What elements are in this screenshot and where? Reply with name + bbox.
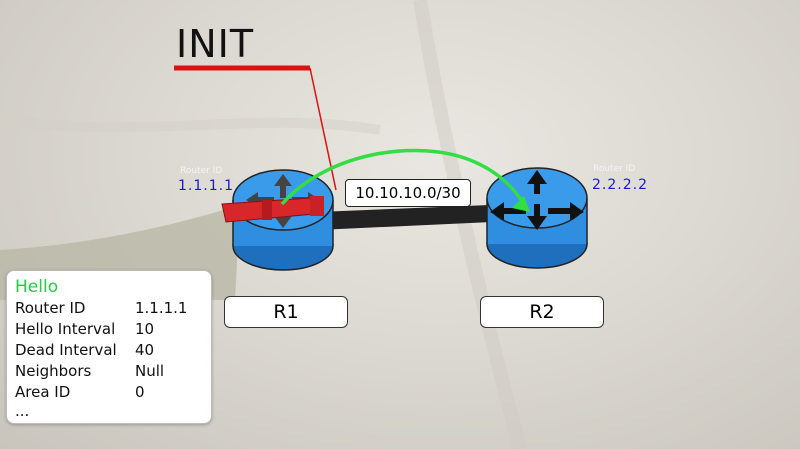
hello-field-value: 0 [135, 383, 145, 401]
hello-field-value: 40 [135, 341, 155, 359]
router-arrows-icon [490, 170, 584, 230]
hello-field-key: Dead Interval [15, 341, 117, 359]
hello-field-key: Hello Interval [15, 320, 116, 338]
hello-field-key: Area ID [15, 383, 71, 401]
hello-packet-title: Hello [15, 277, 59, 297]
hello-field-value: 10 [135, 320, 155, 338]
router-r2 [486, 167, 588, 269]
hello-field-ellipsis: ... [15, 402, 30, 420]
hello-field-key: Neighbors [15, 362, 92, 380]
hello-field-value: 1.1.1.1 [135, 299, 188, 317]
ospf-state-title: INIT [176, 22, 255, 66]
r2-router-id: 2.2.2.2 [592, 177, 648, 193]
r2-router-id-caption: Router ID [593, 164, 636, 174]
router-label-r1: R1 [224, 296, 348, 328]
r1-router-id: 1.1.1.1 [178, 178, 234, 194]
hello-field-neighbors: Neighbors Null [15, 362, 164, 380]
link-subnet-label: 10.10.10.0/30 [345, 179, 471, 207]
hello-field-value: Null [135, 362, 165, 380]
r1-router-id-caption: Router ID [180, 166, 223, 176]
hello-field-dead-interval: Dead Interval 40 [15, 341, 154, 359]
router-label-r2: R2 [480, 296, 604, 328]
hello-field-key: Router ID [15, 299, 86, 317]
hello-field-area-id: Area ID 0 [15, 383, 145, 401]
hello-field-hello-interval: Hello Interval 10 [15, 320, 154, 338]
red-packet-icon [221, 196, 324, 223]
hello-field-router-id: Router ID 1.1.1.1 [15, 299, 187, 317]
